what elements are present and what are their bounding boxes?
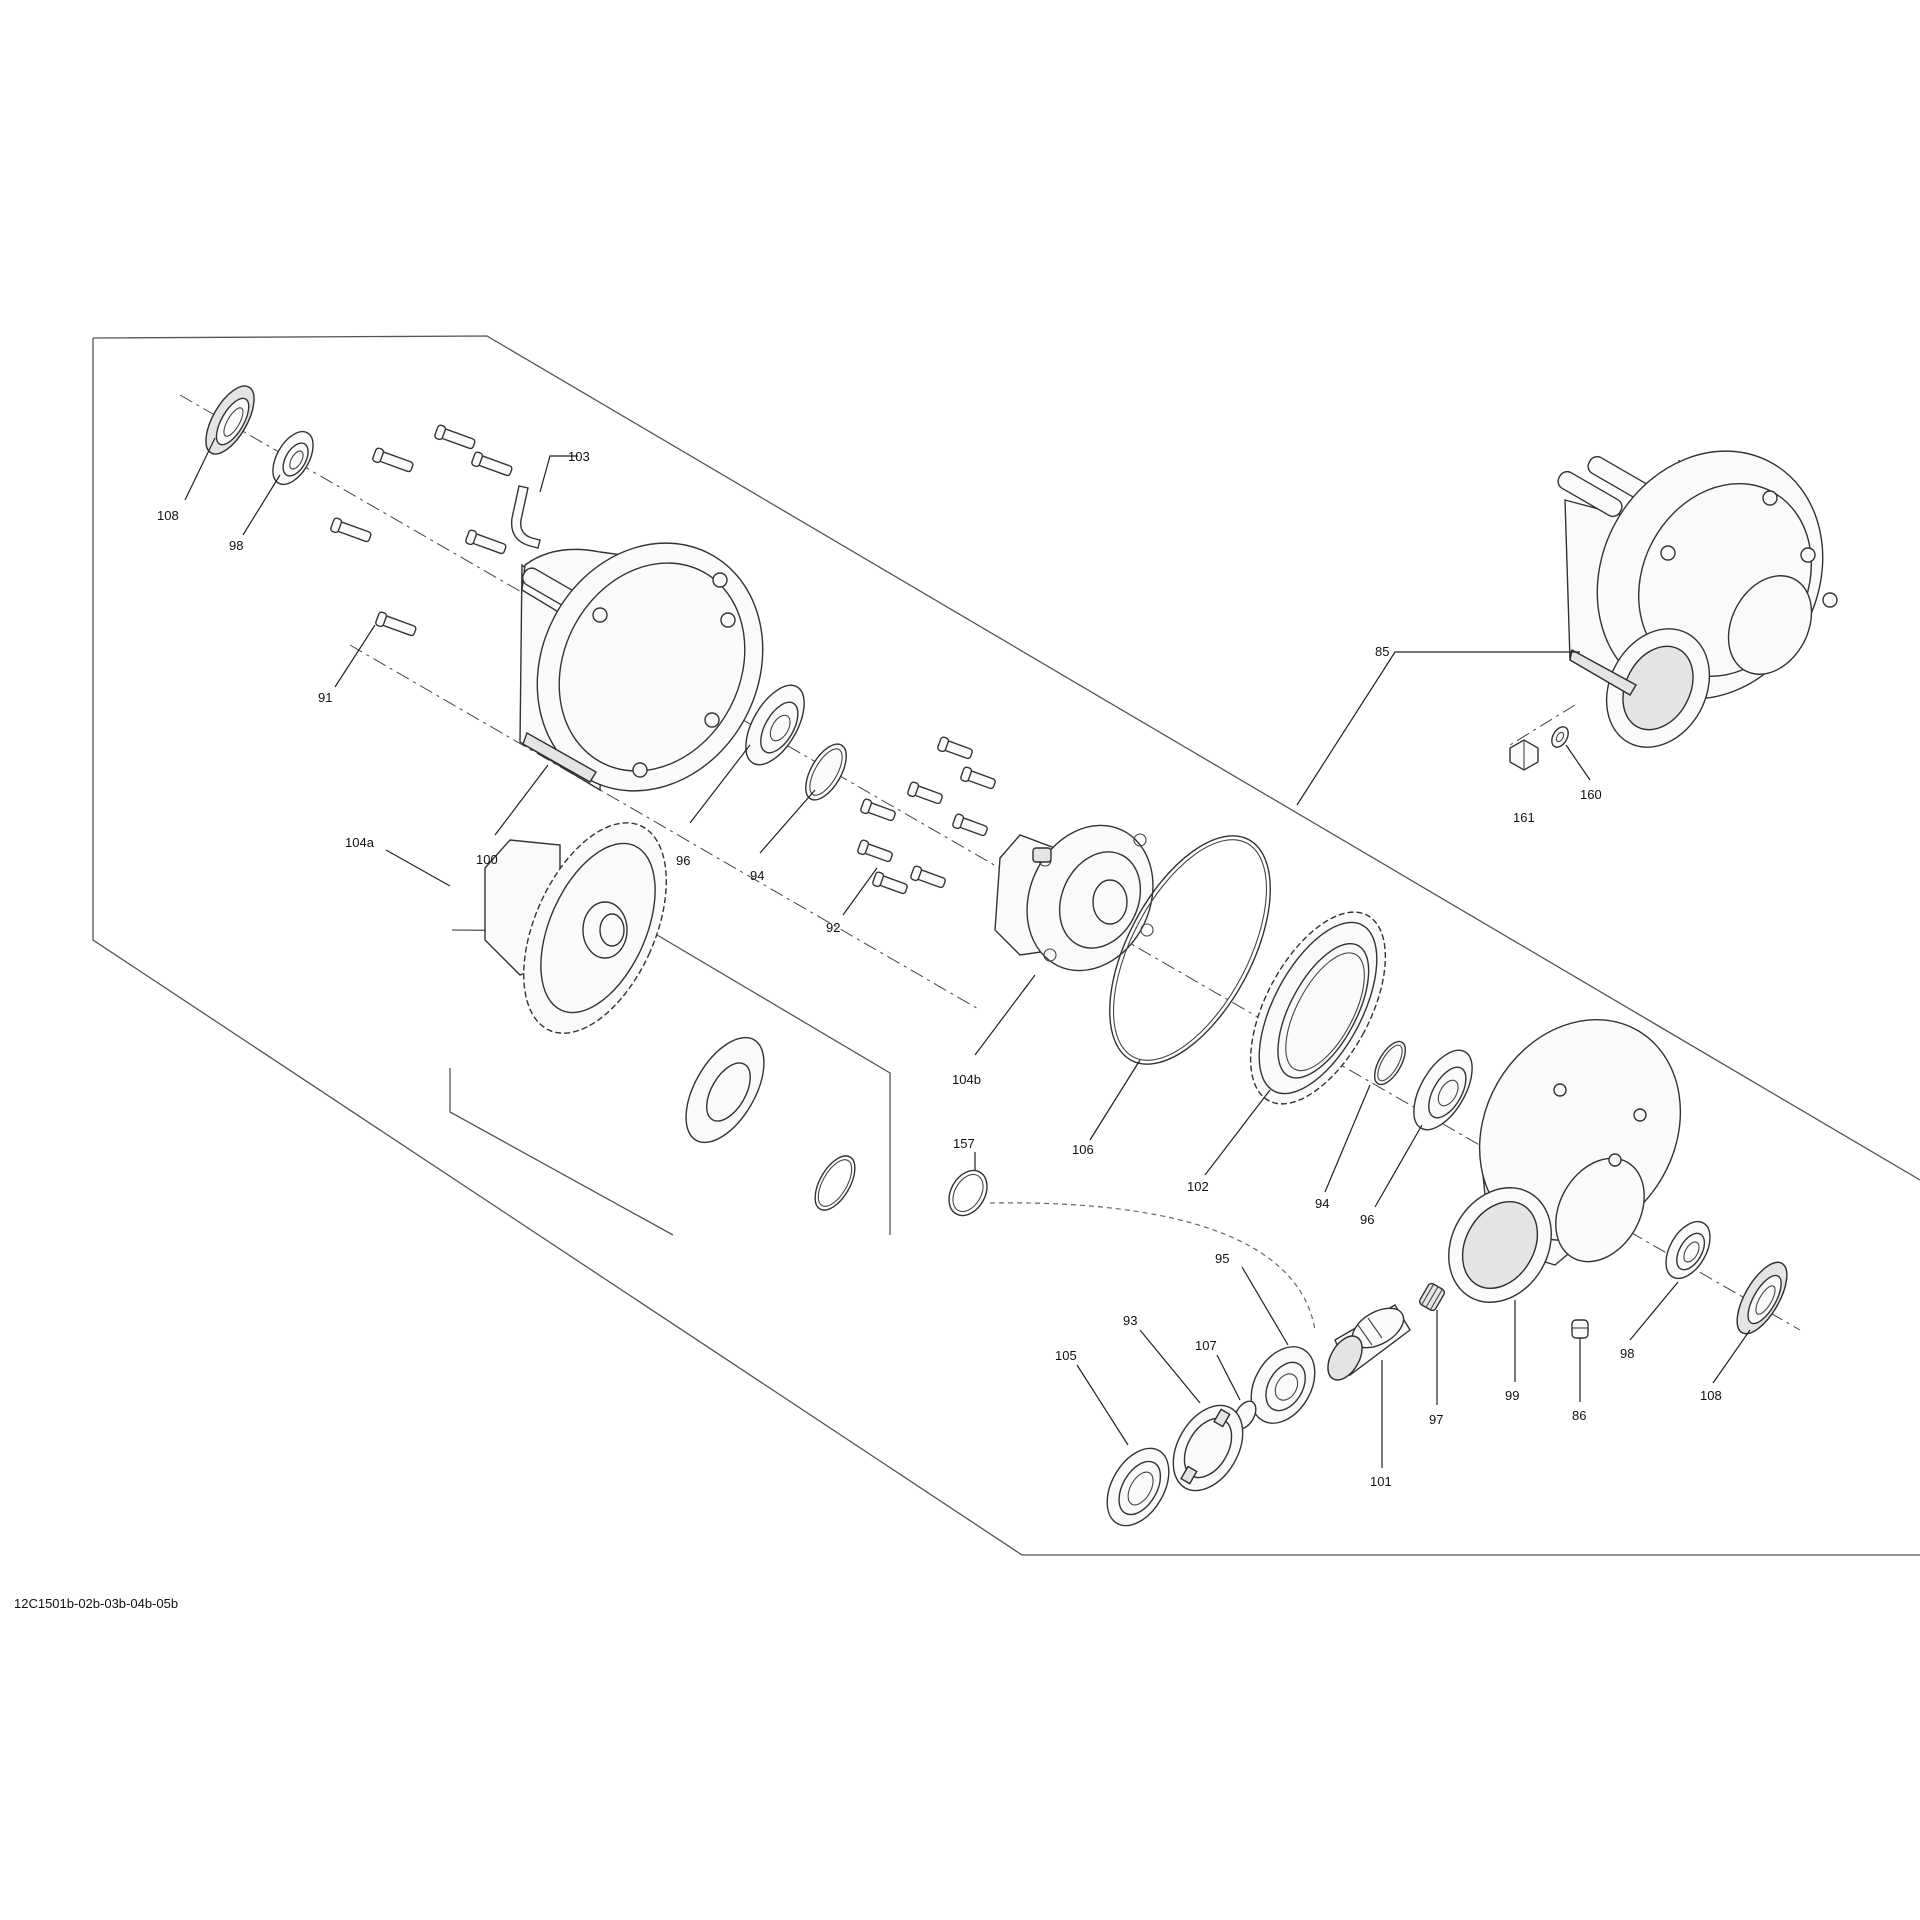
callout-96-top: 96 <box>676 853 690 868</box>
callout-98-left: 98 <box>229 538 243 553</box>
part-plug-161 <box>1509 739 1539 771</box>
callout-96-mid: 96 <box>1360 1212 1374 1227</box>
part-snap-ring-94-top <box>805 743 847 801</box>
callout-101: 101 <box>1370 1474 1392 1489</box>
part-o-ring-157 <box>948 1169 988 1217</box>
part-housing-99 <box>1448 1018 1682 1303</box>
part-differential-104a <box>484 822 667 1034</box>
bolt-group-91 <box>330 424 513 637</box>
part-assembly-85 <box>1557 450 1838 748</box>
callout-85: 85 <box>1375 644 1389 659</box>
part-bearing-96-mid <box>1413 1049 1473 1131</box>
callout-108-right: 108 <box>1700 1388 1722 1403</box>
callout-103: 103 <box>568 449 590 464</box>
part-bearing-96-top <box>745 684 805 766</box>
part-seal-108-right <box>1736 1261 1788 1335</box>
part-washer-160 <box>1551 726 1569 748</box>
callout-104b: 104b <box>952 1072 981 1087</box>
callout-105: 105 <box>1055 1348 1077 1363</box>
part-seal-105 <box>1106 1447 1170 1527</box>
callout-93: 93 <box>1123 1313 1137 1328</box>
part-snap-ring-94-mid <box>1373 1040 1407 1086</box>
assembly-frame <box>92 335 1920 1556</box>
callout-98-right: 98 <box>1620 1346 1634 1361</box>
part-bearing-98-left <box>272 430 314 486</box>
part-differential-104b <box>994 824 1154 972</box>
callout-102: 102 <box>1187 1179 1209 1194</box>
callout-99: 99 <box>1505 1388 1519 1403</box>
callout-94-mid: 94 <box>1315 1196 1329 1211</box>
part-bearing-95 <box>1250 1346 1316 1424</box>
reference-code: 12C1501b-02b-03b-04b-05b <box>14 1596 178 1611</box>
callout-labels: 108 98 103 91 100 96 94 92 104a 104b 106… <box>157 449 1722 1489</box>
callout-157: 157 <box>953 1136 975 1151</box>
inset-frame-104a <box>449 929 891 1236</box>
callout-160: 160 <box>1580 787 1602 802</box>
part-pinion-shaft-101 <box>1327 1304 1411 1381</box>
callout-100: 100 <box>476 852 498 867</box>
part-spacer-93 <box>1172 1404 1244 1492</box>
part-seal-108-left <box>205 385 255 455</box>
callout-161: 161 <box>1513 810 1535 825</box>
callout-91: 91 <box>318 690 332 705</box>
bolt-group-92 <box>857 736 996 895</box>
callout-92: 92 <box>826 920 840 935</box>
callout-97: 97 <box>1429 1412 1443 1427</box>
callout-94-top: 94 <box>750 868 764 883</box>
part-bearing-98-right <box>1665 1220 1711 1280</box>
callout-106: 106 <box>1072 1142 1094 1157</box>
part-snap-ring-104a <box>814 1155 856 1211</box>
part-o-ring-106 <box>1109 835 1271 1065</box>
part-housing-100 <box>519 542 764 792</box>
part-thrust-washer-104a <box>685 1036 765 1144</box>
part-plug-86 <box>1571 1319 1589 1339</box>
part-ring-gear-102 <box>1249 911 1387 1105</box>
callout-107: 107 <box>1195 1338 1217 1353</box>
part-breather-103 <box>510 485 541 549</box>
callout-104a: 104a <box>345 835 375 850</box>
part-needle-bearing-97 <box>1418 1282 1446 1312</box>
leader-lines <box>184 437 1751 1468</box>
callout-95: 95 <box>1215 1251 1229 1266</box>
callout-86: 86 <box>1572 1408 1586 1423</box>
callout-108-left: 108 <box>157 508 179 523</box>
